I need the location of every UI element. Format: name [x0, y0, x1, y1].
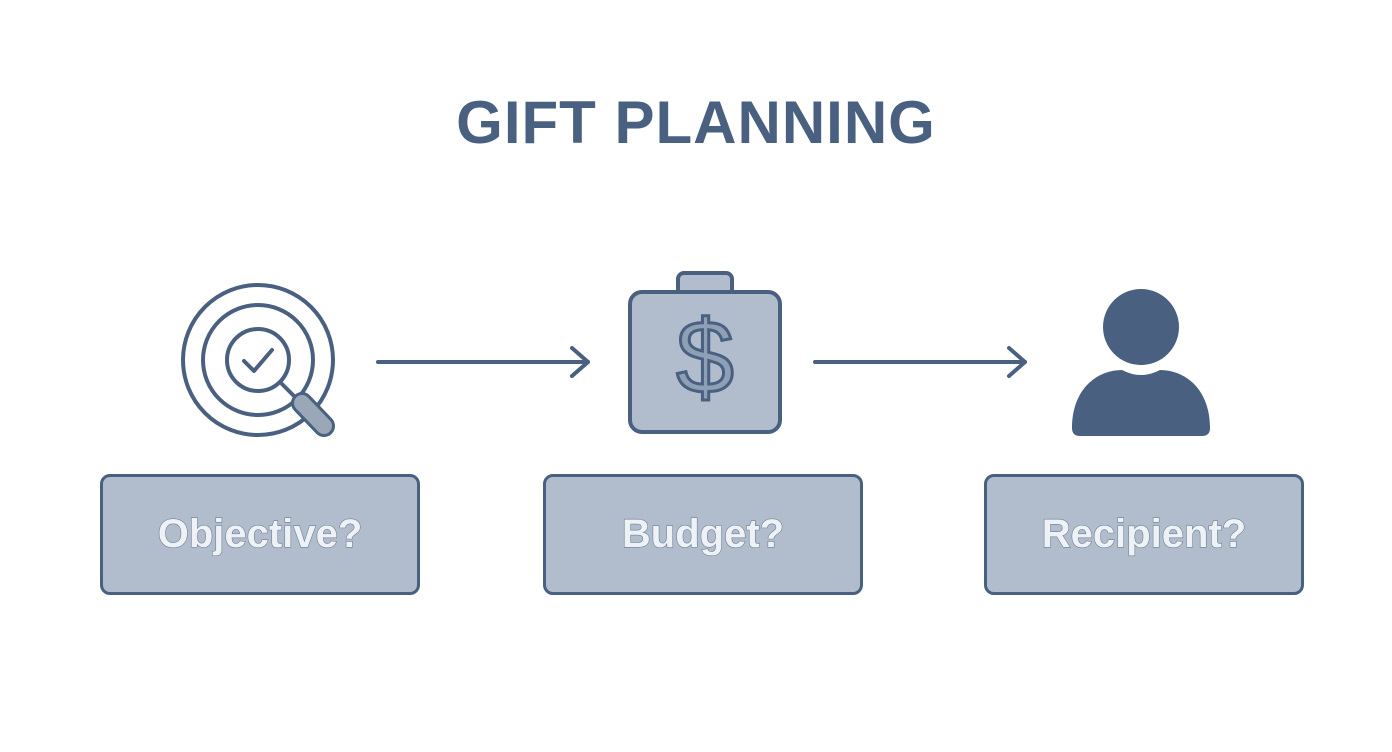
page-title: GIFT PLANNING: [456, 89, 936, 156]
step-label-budget: Budget?: [621, 511, 785, 556]
target-search-icon: [181, 283, 335, 437]
money-bag-icon: $: [628, 271, 782, 434]
svg-text:$: $: [676, 300, 734, 416]
arrow-right-icon: [376, 346, 590, 378]
step-box-budget: Budget?: [543, 474, 863, 595]
step-label-objective: Objective?: [157, 511, 363, 556]
step-label-recipient: Recipient?: [1041, 511, 1247, 556]
arrow-right-icon: [813, 346, 1027, 378]
person-icon: [1072, 289, 1210, 436]
step-box-objective: Objective?: [100, 474, 420, 595]
step-box-recipient: Recipient?: [984, 474, 1304, 595]
